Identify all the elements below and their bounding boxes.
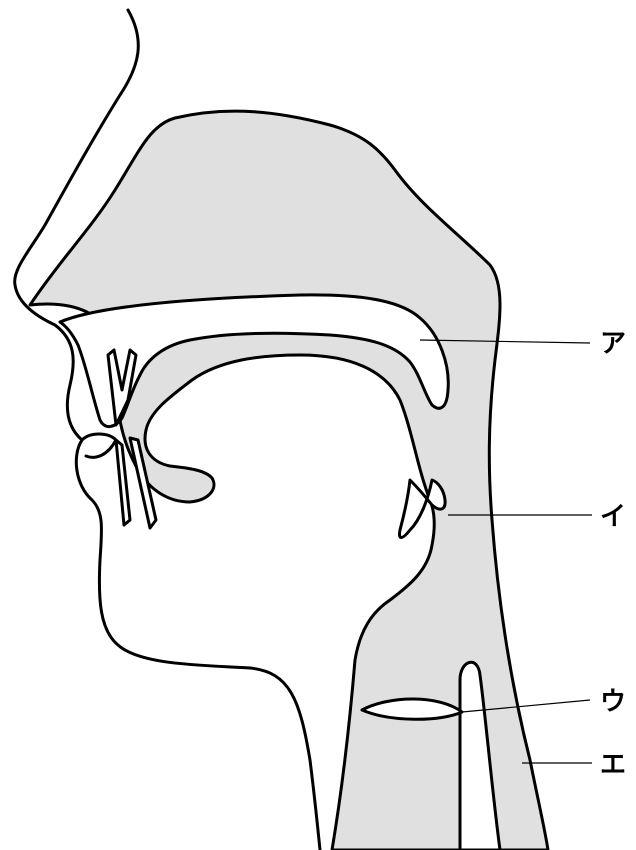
label-u: ウ [600, 687, 626, 717]
lower-lip [82, 434, 116, 457]
label-e: エ [600, 750, 626, 780]
lower-teeth-left [116, 440, 130, 525]
label-i: イ [600, 502, 626, 532]
label-a: ア [600, 329, 626, 359]
